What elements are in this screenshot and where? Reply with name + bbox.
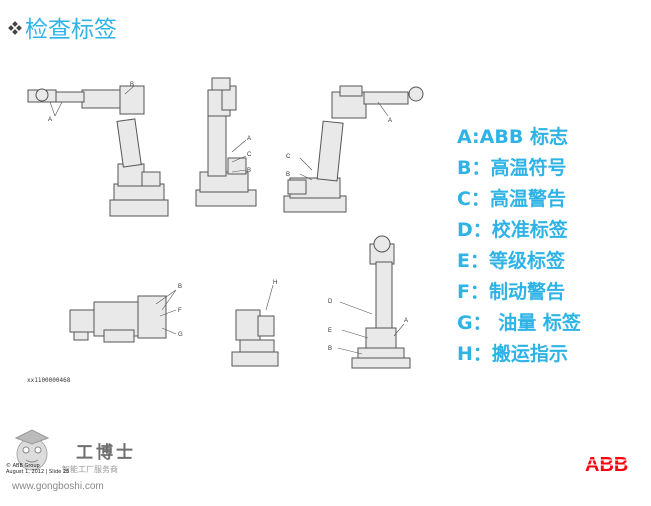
robot-view-top xyxy=(69,295,167,343)
watermark-title: 工博士 xyxy=(76,443,136,463)
slide-title: 检查标签 xyxy=(8,10,117,44)
figure-id: xx1100000468 xyxy=(27,377,71,384)
mascot-icon xyxy=(14,429,50,471)
legend-item-e: E：等级标签 xyxy=(457,250,565,272)
robot-label-figure: A B A C B C B A B F G H D A E B xyxy=(22,72,442,392)
legend-item-b: B：高温符号 xyxy=(457,157,567,179)
legend-item-g: G： 油量 标签 xyxy=(457,312,581,334)
callout-c: C xyxy=(247,152,252,158)
robot-view-front xyxy=(195,77,257,207)
callout-f: F xyxy=(178,308,182,314)
slide-title-text: 检查标签 xyxy=(25,17,117,43)
callout-a: A xyxy=(247,136,251,142)
footer-meta: © ABB Group August 1, 2012 | Slide 28 xyxy=(6,463,69,475)
callout-d: D xyxy=(328,299,333,305)
legend-item-f: F：制动警告 xyxy=(457,281,565,303)
legend-item-c: C：高温警告 xyxy=(457,188,566,210)
callout-c: C xyxy=(286,154,291,160)
callout-e: E xyxy=(328,328,332,334)
watermark-subtitle: 智能工厂服务商 xyxy=(62,465,118,474)
label-legend: A:ABB 标志 B：高温符号 C：高温警告 D：校准标签 E：等级标签 F：制… xyxy=(457,122,581,370)
robot-view-side-right xyxy=(283,85,424,213)
callout-a: A xyxy=(388,118,392,124)
robot-view-upright xyxy=(351,235,411,369)
legend-item-a: A:ABB 标志 xyxy=(457,126,568,148)
callout-a: A xyxy=(48,117,52,123)
diamond-bullet-icon xyxy=(8,21,22,35)
callout-g: G xyxy=(178,332,183,338)
callout-b: B xyxy=(178,284,182,290)
legend-item-d: D：校准标签 xyxy=(457,219,568,241)
robot-drawings: A B A C B C B A B F G H D A E B xyxy=(27,77,424,369)
callout-a: A xyxy=(404,318,408,324)
footer-company: © ABB Group xyxy=(6,463,40,469)
callout-b: B xyxy=(130,82,134,88)
callout-b: B xyxy=(247,168,251,174)
robot-view-side-left xyxy=(27,85,169,217)
watermark: 工博士 智能工厂服务商 www.gongboshi.com xyxy=(6,420,166,498)
watermark-url: www.gongboshi.com xyxy=(12,481,104,492)
footer-date: August 1, 2012 | Slide 28 xyxy=(6,469,70,475)
legend-item-h: H：搬运指示 xyxy=(457,343,568,365)
callout-b: B xyxy=(286,172,290,178)
callout-b: B xyxy=(328,346,332,352)
abb-logo: ABB xyxy=(585,454,635,476)
callout-h: H xyxy=(273,280,277,286)
robot-view-rear xyxy=(231,309,279,367)
